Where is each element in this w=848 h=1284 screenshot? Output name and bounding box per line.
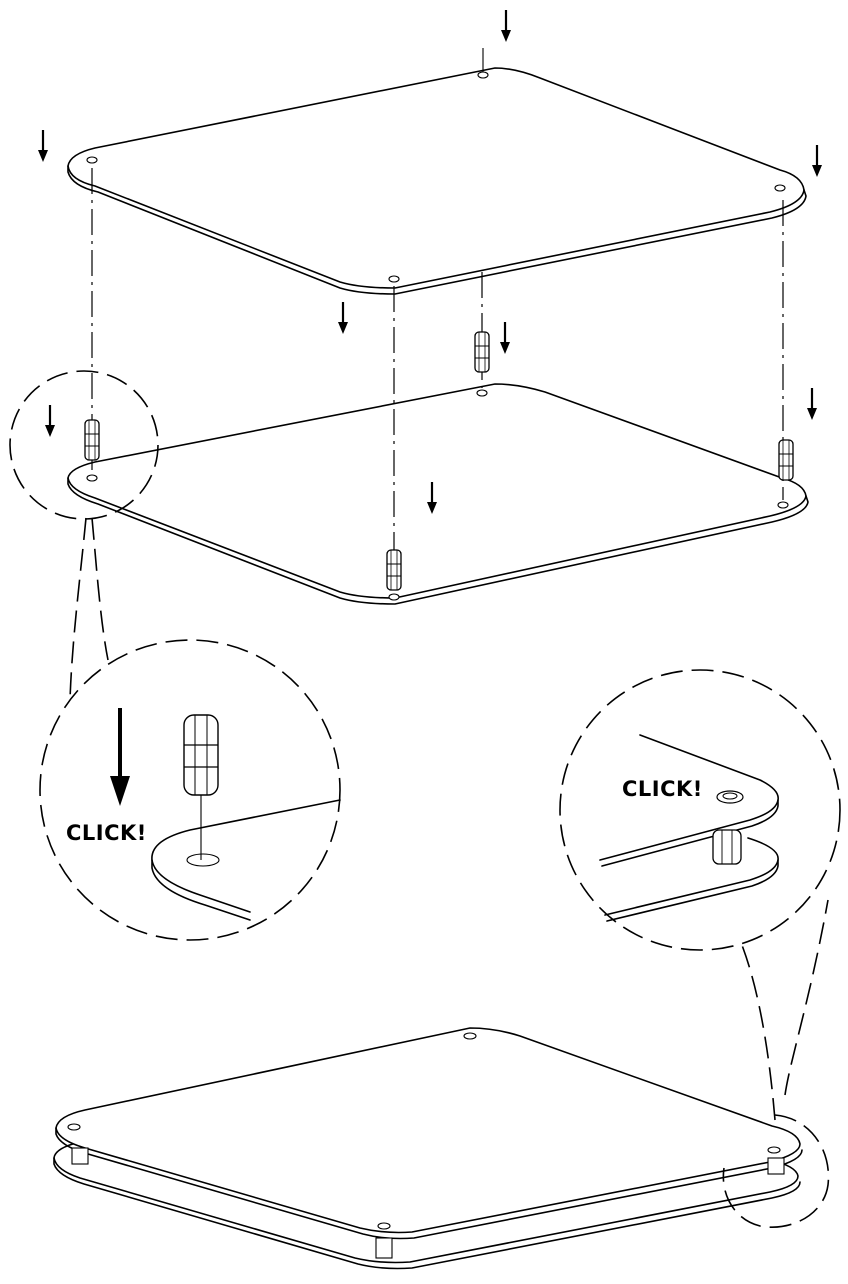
click-label-right: CLICK!: [622, 777, 703, 801]
detail-callout-left: CLICK!: [9, 370, 341, 941]
detail-callout-right: CLICK!: [559, 669, 841, 1121]
click-label-left: CLICK!: [66, 821, 147, 845]
assembled-stand: [53, 1027, 830, 1270]
bottom-plate: [67, 383, 809, 605]
top-plate: [67, 67, 807, 295]
